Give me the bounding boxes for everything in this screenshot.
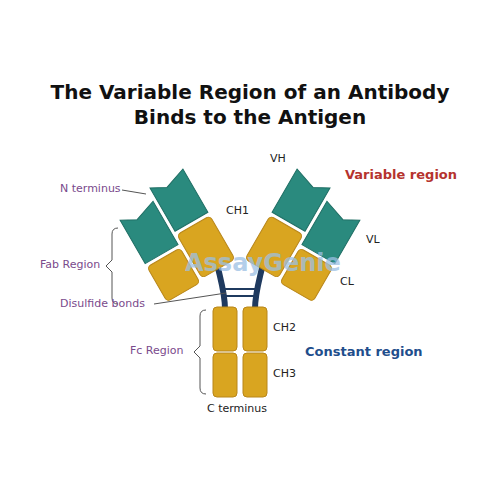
domain-label: CL [340, 276, 354, 289]
part-label: N terminus [60, 183, 121, 196]
region-label: Fab Region [40, 259, 100, 272]
ch2-domain [243, 307, 267, 351]
domain-label: VL [366, 234, 380, 247]
watermark: AssayGenie [185, 250, 341, 278]
leader-line [122, 190, 146, 194]
bracket [106, 228, 118, 304]
title: The Variable Region of an Antibody Binds… [40, 80, 460, 130]
ch3-domain [243, 353, 267, 397]
bracket [194, 310, 206, 394]
region-label: Fc Region [130, 345, 184, 358]
domain-label: CH1 [226, 205, 249, 218]
ch2-domain [213, 307, 237, 351]
part-label: Disulfide bonds [60, 298, 145, 311]
domain-label: VH [270, 153, 286, 166]
domain-label: CH2 [273, 322, 296, 335]
fab-arm [244, 169, 367, 302]
domain-label: CH3 [273, 368, 296, 381]
fab-arm [114, 169, 237, 302]
region-heading: Constant region [305, 345, 423, 360]
disulfide-bond [224, 288, 256, 290]
ch3-domain [213, 353, 237, 397]
part-label: C terminus [207, 403, 267, 416]
region-heading: Variable region [345, 168, 457, 183]
disulfide-bond [225, 295, 255, 297]
leader-line [154, 293, 226, 304]
